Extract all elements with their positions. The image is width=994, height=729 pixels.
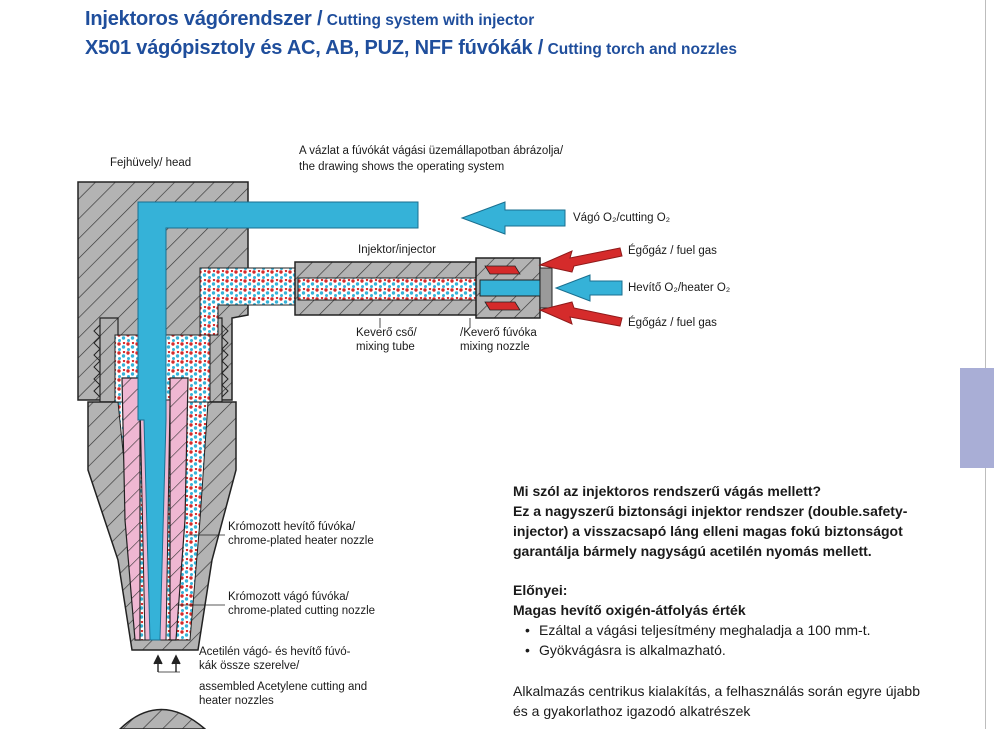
bottom-ring <box>118 708 207 729</box>
label-head: Fejhüvely/ head <box>110 157 192 169</box>
label-mixing-tube-1: Keverő cső/ <box>356 327 417 339</box>
label-assembled-2: kák össze szerelve/ <box>199 660 300 672</box>
page-edge-line <box>985 0 986 729</box>
label-cutting-nozzle-1: Krómozott vágó fúvóka/ <box>228 591 349 603</box>
cutting-oxygen-channel <box>137 201 419 641</box>
page-title-line-1: Injektoros vágórendszer / Cutting system… <box>85 8 534 31</box>
label-assembled-1: Acetilén vágó- és hevítő fúvó- <box>199 646 351 658</box>
label-mixing-nozzle-1: /Keverő fúvóka <box>460 327 537 339</box>
label-heater-nozzle-2: chrome-plated heater nozzle <box>228 535 374 547</box>
chapter-side-tab <box>960 368 994 468</box>
page-title-line-2: X501 vágópisztoly és AC, AB, PUZ, NFF fú… <box>85 37 737 60</box>
label-drawing-note-1: A vázlat a fúvókát vágási üzemállapotban… <box>299 145 564 157</box>
answer-line-3: garantálja bármely nagyságú acetilén nyo… <box>513 543 872 559</box>
label-heater-o2: Hevítő O₂/heater O₂ <box>628 282 731 294</box>
label-mixing-tube-2: mixing tube <box>356 341 415 353</box>
cutting-oxygen-arrow <box>460 201 566 235</box>
leader-lines <box>176 318 471 606</box>
label-cutting-o2: Vágó O₂/cutting O₂ <box>573 212 671 224</box>
title-english-2: Cutting torch and nozzles <box>547 41 738 58</box>
title-english-1: Cutting system with injector <box>326 12 535 29</box>
bullet-item-1: Ezáltal a vágási teljesítmény meghaladja… <box>525 620 871 640</box>
label-injector: Injektor/injector <box>358 244 436 256</box>
answer-line-2: injector) a visszacsapó láng elleni maga… <box>513 523 903 539</box>
title-hungarian-1: Injektoros vágórendszer / <box>85 8 323 30</box>
label-assembled-4: heater nozzles <box>199 695 274 707</box>
advantages-heading: Előnyei: <box>513 582 568 598</box>
label-assembled-3: assembled Acetylene cutting and <box>199 681 368 693</box>
bullet-text-2: Gyökvágásra is alkalmazható. <box>539 642 726 658</box>
question-heading: Mi szól az injektoros rendszerű vágás me… <box>513 483 822 499</box>
nozzle-up-arrows <box>153 654 181 673</box>
fuel-gas-arrow-top <box>538 247 623 273</box>
label-drawing-note-2: the drawing shows the operating system <box>299 161 505 173</box>
title-hungarian-2: X501 vágópisztoly és AC, AB, PUZ, NFF fú… <box>85 37 544 59</box>
bullet-item-2: Gyökvágásra is alkalmazható. <box>525 640 726 660</box>
answer-line-1: Ez a nagyszerű biztonsági injektor rends… <box>513 503 908 519</box>
label-mixing-nozzle-2: mixing nozzle <box>460 341 530 353</box>
label-cutting-nozzle-2: chrome-plated cutting nozzle <box>228 605 376 617</box>
bullet-text-1: Ezáltal a vágási teljesítmény meghaladja… <box>539 622 871 638</box>
heater-oxygen-arrow <box>554 274 623 302</box>
injector-block <box>294 257 553 319</box>
label-fuel-gas-bottom: Égőgáz / fuel gas <box>628 317 717 329</box>
application-line-2: és a gyakorlathoz igazodó alkatrészek <box>513 703 751 719</box>
label-heater-nozzle-1: Krómozott hevítő fúvóka/ <box>228 521 356 533</box>
fuel-gas-arrow-bottom <box>538 301 623 327</box>
application-line-1: Alkalmazás centrikus kialakítás, a felha… <box>513 683 920 699</box>
label-fuel-gas-top: Égőgáz / fuel gas <box>628 245 717 257</box>
flow-heading: Magas hevítő oxigén-átfolyás érték <box>513 602 746 618</box>
